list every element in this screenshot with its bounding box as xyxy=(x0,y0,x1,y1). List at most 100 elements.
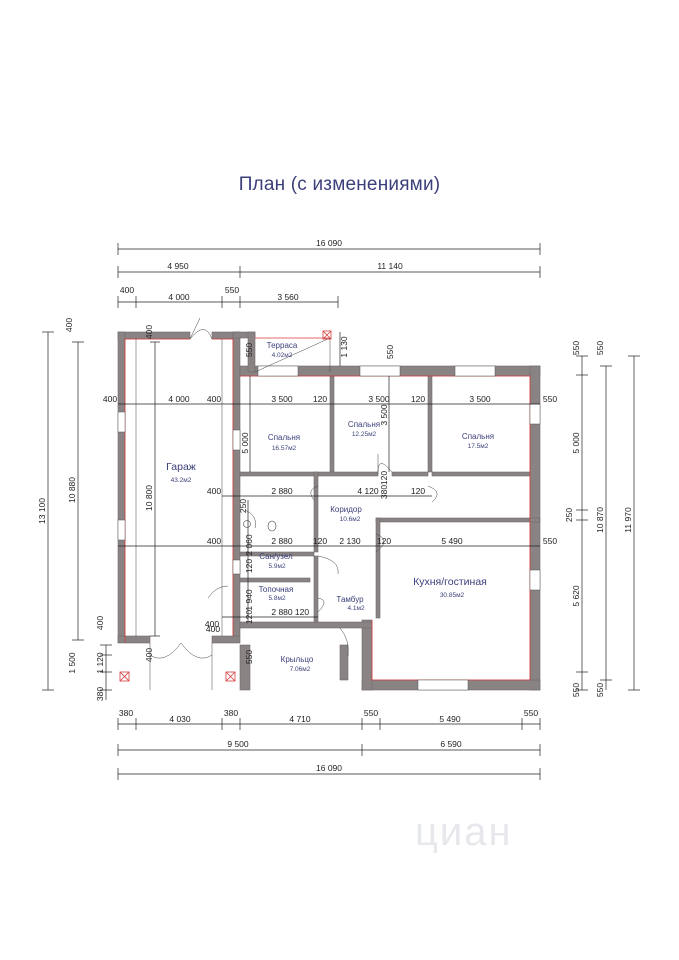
dim-top-2b: 11 140 xyxy=(377,261,403,271)
dim-label: 5 000 xyxy=(240,432,250,454)
dim-top-3b: 4 000 xyxy=(168,292,190,302)
room-kitchen-name: Кухня/гостиная xyxy=(413,576,487,588)
dim-bot-2b: 6 590 xyxy=(440,739,462,749)
dim-left-3c: 1 120 xyxy=(95,652,105,674)
dim-left-1: 13 100 xyxy=(37,498,47,524)
watermark: циан xyxy=(415,810,513,854)
dim-label: 400 xyxy=(103,394,117,404)
dim-label: 1 130 xyxy=(339,336,349,358)
dim-label: 120 xyxy=(295,607,309,617)
dim-garage-10800: 10 800 xyxy=(144,485,154,511)
dim-label: 4 000 xyxy=(168,394,190,404)
windows xyxy=(117,365,541,691)
dim-label: 400 xyxy=(206,624,220,634)
dim-label: 550 xyxy=(543,536,557,546)
room-terrace-name: Терраса xyxy=(267,341,298,350)
dim-right-3a: 550 xyxy=(571,341,581,355)
room-bedroom1-area: 16.57м2 xyxy=(272,445,297,452)
dim-left-3a: 400 xyxy=(64,318,74,332)
dim-label: 120 xyxy=(244,559,254,573)
dim-label: 3 500 xyxy=(379,404,389,426)
dim-label: 3 500 xyxy=(271,394,293,404)
dim-label: 2 060 xyxy=(244,534,254,556)
dim-bot-1g: 550 xyxy=(524,708,538,718)
dim-label: 550 xyxy=(543,394,557,404)
room-vestibule-area: 4.1м2 xyxy=(347,605,365,612)
dim-right-3c: 250 xyxy=(564,508,574,522)
dim-label: 3 500 xyxy=(368,394,390,404)
dim-label: 120 xyxy=(244,610,254,624)
dim-label: 400 xyxy=(205,619,219,629)
dim-label: 120 xyxy=(377,536,391,546)
dim-label: 3 500 xyxy=(469,394,491,404)
room-bathroom-name: Сан/узел xyxy=(259,552,293,561)
dim-label: 5 490 xyxy=(441,536,463,546)
dim-top-total: 16 090 xyxy=(316,238,342,248)
dim-label: 120 xyxy=(379,471,389,485)
dim-label: 2 130 xyxy=(339,536,361,546)
dim-left-3d: 1 500 xyxy=(67,652,77,674)
room-sauna-name: Топочная xyxy=(259,585,294,594)
dim-top-3c: 550 xyxy=(225,285,239,295)
wall-accents xyxy=(124,337,531,681)
dim-label: 4 120 xyxy=(357,486,379,496)
dim-right-1: 11 970 xyxy=(623,507,633,533)
dim-top-3a: 400 xyxy=(120,285,134,295)
dim-right-2: 10 870 xyxy=(595,507,605,533)
dim-bot-2a: 9 500 xyxy=(227,739,249,749)
room-bedroom3-name: Спальня xyxy=(462,432,494,441)
dim-left-3e: 380 xyxy=(95,687,105,701)
interior-dims-row2: 400 2 880 4 120 120 xyxy=(207,486,432,497)
dim-label: 550 xyxy=(244,650,254,664)
dim-label: 2 880 xyxy=(271,486,293,496)
dim-label: 550 xyxy=(385,345,395,359)
room-bedroom2-area: 12.25м2 xyxy=(352,431,377,438)
room-terrace-area: 4.02м2 xyxy=(272,352,293,359)
doors xyxy=(149,317,438,690)
dim-bot-1d: 4 710 xyxy=(289,714,311,724)
room-bedroom2-name: Спальня xyxy=(348,420,380,429)
dim-label: 380 xyxy=(379,485,389,499)
dim-top-2a: 4 950 xyxy=(167,261,189,271)
markers xyxy=(119,330,332,682)
dim-bot-1b: 4 030 xyxy=(169,714,191,724)
dim-label: 120 xyxy=(411,486,425,496)
dim-label: 400 xyxy=(207,394,221,404)
bottom-dimensions: 380 4 030 380 4 710 550 5 490 550 9 500 … xyxy=(117,708,541,780)
room-porch-name: Крыльцо xyxy=(281,655,314,664)
garage-guides: 400 10 800 400 xyxy=(135,325,223,662)
dim-label: 250 xyxy=(238,499,248,513)
room-garage-area: 43.2м2 xyxy=(171,477,192,484)
dim-label: 2 880 xyxy=(271,536,293,546)
dim-right-3b: 5 000 xyxy=(571,432,581,454)
top-dimensions: 16 090 4 950 11 140 400 4 000 550 3 560 xyxy=(117,238,541,308)
dim-label: 400 xyxy=(207,536,221,546)
room-labels: Терраса 4.02м2 Гараж 43.2м2 Спальня 16.5… xyxy=(166,341,494,673)
dim-top-3d: 3 560 xyxy=(277,292,299,302)
dim-bot-1e: 550 xyxy=(364,708,378,718)
room-garage-name: Гараж xyxy=(166,461,196,473)
dim-label: 120 xyxy=(411,394,425,404)
interior-vertical-dims: 5 000 3 500 120 380 250 2 060 120 1 940 … xyxy=(206,332,395,664)
interior-dims-row3: 400 2 880 120 2 130 120 5 490 550 xyxy=(118,536,557,547)
dim-right-2b: 550 xyxy=(595,683,605,697)
dim-right-3e: 550 xyxy=(571,683,581,697)
dim-garage-400b: 400 xyxy=(144,648,154,662)
dim-label: 400 xyxy=(207,486,221,496)
left-dimensions: 13 100 10 880 400 400 1 120 1 500 380 xyxy=(37,318,112,701)
dim-garage-400: 400 xyxy=(144,325,154,339)
room-bathroom-area: 5.9м2 xyxy=(268,563,286,570)
room-porch-area: 7.06м2 xyxy=(290,666,311,673)
dim-bot-1a: 380 xyxy=(119,708,133,718)
room-sauna-area: 5.8м2 xyxy=(268,595,286,602)
dim-label: 120 xyxy=(313,394,327,404)
right-dimensions: 11 970 10 870 550 550 550 5 000 250 5 62… xyxy=(564,341,640,697)
interior-dims-row1: 400 4 000 400 3 500 120 3 500 120 3 500 … xyxy=(103,394,557,405)
dim-bot-total: 16 090 xyxy=(316,763,342,773)
dim-label: 120 xyxy=(313,536,327,546)
room-bedroom1-name: Спальня xyxy=(268,433,300,442)
page-title: План (с изменениями) xyxy=(238,174,441,195)
dim-label: 550 xyxy=(244,343,254,357)
dim-bot-1c: 380 xyxy=(224,708,238,718)
